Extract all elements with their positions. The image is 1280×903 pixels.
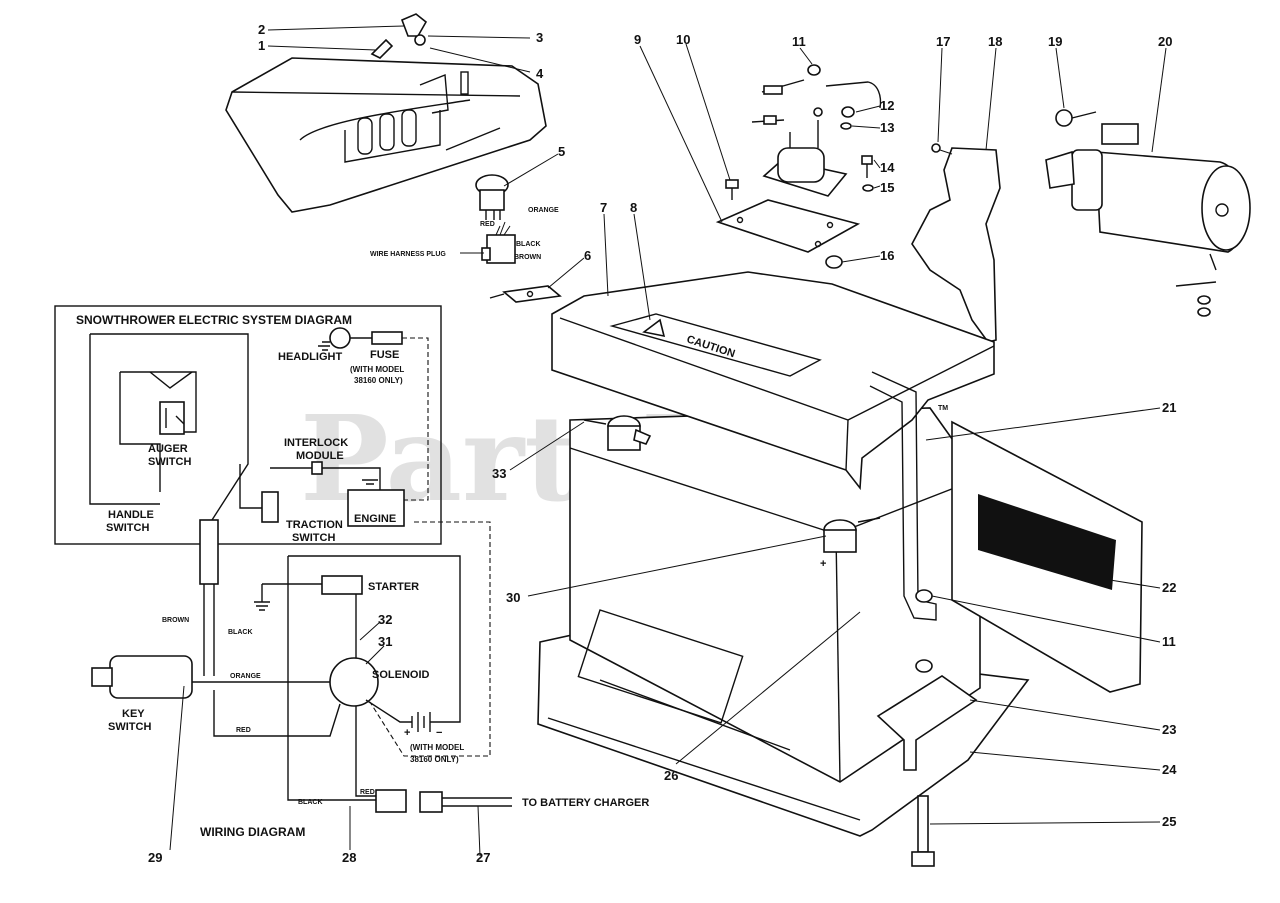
callout-17: 17 <box>936 34 950 49</box>
callout-18: 18 <box>988 34 1002 49</box>
solenoid-label: SOLENOID <box>372 669 430 681</box>
callout-7: 7 <box>600 200 607 215</box>
wiring-diagram-title: WIRING DIAGRAM <box>200 825 305 839</box>
brown-wire-label: BROWN <box>162 617 189 624</box>
engine-label: ENGINE <box>354 513 396 525</box>
battery-cover: CAUTION <box>551 271 995 491</box>
red-wire-label-2: RED <box>360 789 375 796</box>
callout-24: 24 <box>1162 762 1177 777</box>
interlock-label-1: INTERLOCK <box>284 437 348 449</box>
callout-32: 32 <box>378 612 392 627</box>
clip-part-6 <box>489 285 562 303</box>
handle-switch-label-2: SWITCH <box>106 522 149 534</box>
callout-9: 9 <box>634 32 641 47</box>
wire-harness-plug <box>481 221 516 264</box>
fuse-label: FUSE <box>370 349 399 361</box>
electric-system-diagram: SNOWTHROWER ELECTRIC SYSTEM DIAGRAM AUGE… <box>54 305 442 545</box>
starter-label: STARTER <box>368 581 419 593</box>
callout-29: 29 <box>148 850 162 865</box>
harness-plug-label: WIRE HARNESS PLUG <box>370 251 446 258</box>
callout-30: 30 <box>506 590 520 605</box>
battery <box>569 407 981 783</box>
callout-2: 2 <box>258 22 265 37</box>
leader-lines <box>169 25 1167 857</box>
bracket-part-1 <box>370 38 394 59</box>
callout-14: 14 <box>880 160 895 175</box>
callout-6: 6 <box>584 248 591 263</box>
callout-21: 21 <box>1162 400 1176 415</box>
dash-panel <box>225 57 547 213</box>
back-plate-22 <box>951 420 1143 693</box>
harness-red-label: RED <box>480 221 495 228</box>
black-wire-label-2: BLACK <box>298 799 323 806</box>
electric-diagram-title: SNOWTHROWER ELECTRIC SYSTEM DIAGRAM <box>76 313 352 327</box>
callout-13: 13 <box>880 120 894 135</box>
callout-28: 28 <box>342 850 356 865</box>
callout-1: 1 <box>258 38 265 53</box>
bracket-part-18 <box>911 143 1001 343</box>
traction-switch-label-2: SWITCH <box>292 532 335 544</box>
orange-wire-label: ORANGE <box>230 673 261 680</box>
hold-down-strap <box>869 371 937 621</box>
callout-19: 19 <box>1048 34 1062 49</box>
handle-switch-label-1: HANDLE <box>108 509 154 521</box>
callout-11b: 11 <box>1162 634 1176 649</box>
terminal-33 <box>583 415 652 451</box>
wiring-diagram: BROWN BLACK KEY SWITCH ORANGE RED BLACK … <box>91 519 649 839</box>
callout-3: 3 <box>536 30 543 45</box>
model-note-2: 38160 ONLY) <box>410 755 459 764</box>
fuse-note-1: (WITH MODEL <box>350 365 404 374</box>
callout-22: 22 <box>1162 580 1176 595</box>
callout-27: 27 <box>476 850 490 865</box>
bolt-25 <box>911 795 935 867</box>
headlight-label: HEADLIGHT <box>278 351 342 363</box>
callout-8: 8 <box>630 200 637 215</box>
callout-33: 33 <box>492 466 506 481</box>
callout-15: 15 <box>880 180 894 195</box>
callout-5: 5 <box>558 144 565 159</box>
key-part-2 <box>400 13 428 46</box>
callout-10: 10 <box>676 32 690 47</box>
traction-switch-label-1: TRACTION <box>286 519 343 531</box>
callout-23: 23 <box>1162 722 1176 737</box>
auger-switch-label-2: SWITCH <box>148 456 191 468</box>
solenoid-plate <box>715 199 861 253</box>
harness-orange-label: ORANGE <box>528 207 559 214</box>
terminal-30: + <box>820 517 881 570</box>
fuse-note-2: 38160 ONLY) <box>354 376 403 385</box>
bracket-23 <box>876 675 978 771</box>
positive-mark: + <box>820 558 826 570</box>
callout-11a: 11 <box>792 34 806 49</box>
callout-31: 31 <box>378 634 392 649</box>
hardware-12-16 <box>725 106 874 269</box>
callout-12: 12 <box>880 98 894 113</box>
interlock-label-2: MODULE <box>296 450 344 462</box>
to-battery-charger-label: TO BATTERY CHARGER <box>522 797 649 809</box>
solenoid-part <box>751 64 882 197</box>
watermark-tm: TM <box>938 405 948 412</box>
starter-motor <box>1045 109 1251 317</box>
battery-minus: − <box>436 727 442 739</box>
harness-black-label: BLACK <box>516 241 541 248</box>
callout-4: 4 <box>536 66 544 81</box>
callout-26: 26 <box>664 768 678 783</box>
battery-plus: + <box>404 727 410 739</box>
key-switch-label-2: SWITCH <box>108 721 151 733</box>
callout-16: 16 <box>880 248 894 263</box>
callout-20: 20 <box>1158 34 1172 49</box>
switch-part-5 <box>475 174 509 220</box>
model-note-1: (WITH MODEL <box>410 743 464 752</box>
harness-brown-label: BROWN <box>514 254 541 261</box>
auger-switch-label-1: AUGER <box>148 443 188 455</box>
black-wire-label: BLACK <box>228 629 253 636</box>
red-wire-label: RED <box>236 727 251 734</box>
callout-25: 25 <box>1162 814 1176 829</box>
key-switch-label-1: KEY <box>122 708 145 720</box>
